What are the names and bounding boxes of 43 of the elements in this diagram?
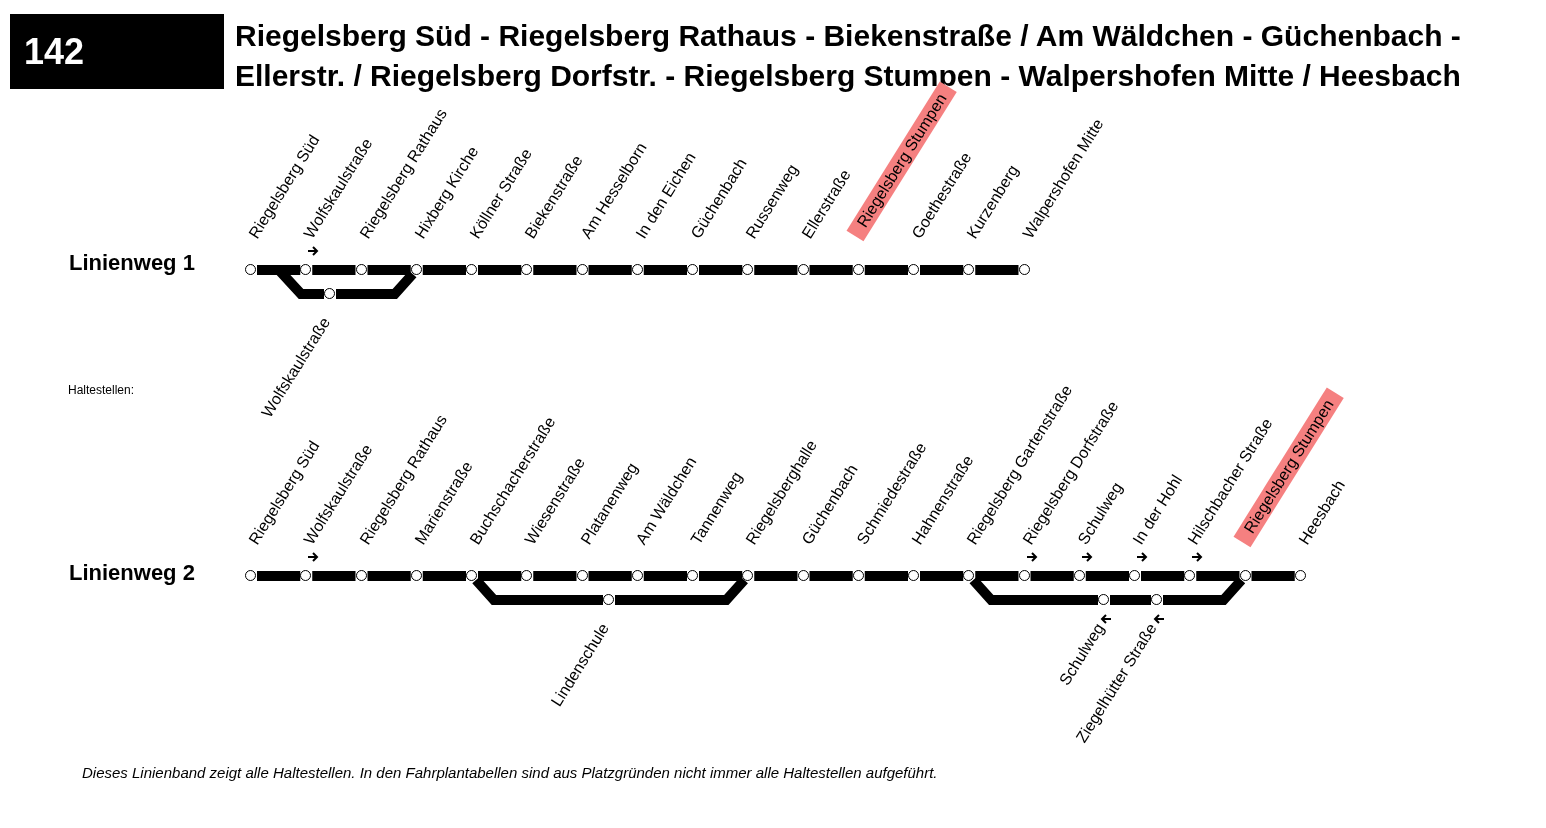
route-line — [472, 576, 603, 605]
route-line — [478, 571, 522, 581]
route-variant-label: Linienweg 2 — [69, 560, 195, 586]
route-line — [1030, 571, 1074, 581]
route-line — [588, 571, 632, 581]
route-line — [312, 265, 356, 275]
route-line — [1251, 571, 1295, 581]
route-line — [643, 265, 687, 275]
route-line — [809, 571, 853, 581]
route-line — [969, 576, 1098, 605]
route-line — [754, 265, 798, 275]
route-variant-label: Linienweg 1 — [69, 250, 195, 276]
route-line — [1141, 571, 1185, 581]
route-line — [920, 571, 964, 581]
route-line — [588, 265, 632, 275]
route-line — [643, 571, 687, 581]
section-label: Haltestellen: — [68, 383, 135, 397]
route-line — [478, 265, 522, 275]
route-line — [422, 265, 466, 275]
route-line — [422, 571, 466, 581]
route-line — [533, 265, 577, 275]
route-line — [809, 265, 853, 275]
route-line — [312, 571, 356, 581]
route-line — [864, 571, 908, 581]
route-line — [615, 576, 748, 605]
route-line — [367, 265, 411, 275]
route-line — [975, 265, 1019, 275]
footnote: Dieses Linienband zeigt alle Haltestellen. In den Fahrplantabellen sind aus Platzgründen nicht immer alle Haltestellen aufgeführt. — [82, 764, 938, 781]
route-line — [920, 265, 964, 275]
route-line — [257, 571, 301, 581]
route-line — [1196, 571, 1240, 581]
route-line — [699, 265, 743, 275]
route-line — [533, 571, 577, 581]
route-line — [975, 571, 1019, 581]
route-number: 142 — [10, 14, 224, 89]
route-line — [367, 571, 411, 581]
route-line — [754, 571, 798, 581]
route-line — [336, 270, 417, 299]
route-line — [864, 265, 908, 275]
route-line — [1163, 576, 1246, 605]
route-line — [699, 571, 743, 581]
route-line — [1110, 595, 1151, 605]
route-line — [1085, 571, 1129, 581]
